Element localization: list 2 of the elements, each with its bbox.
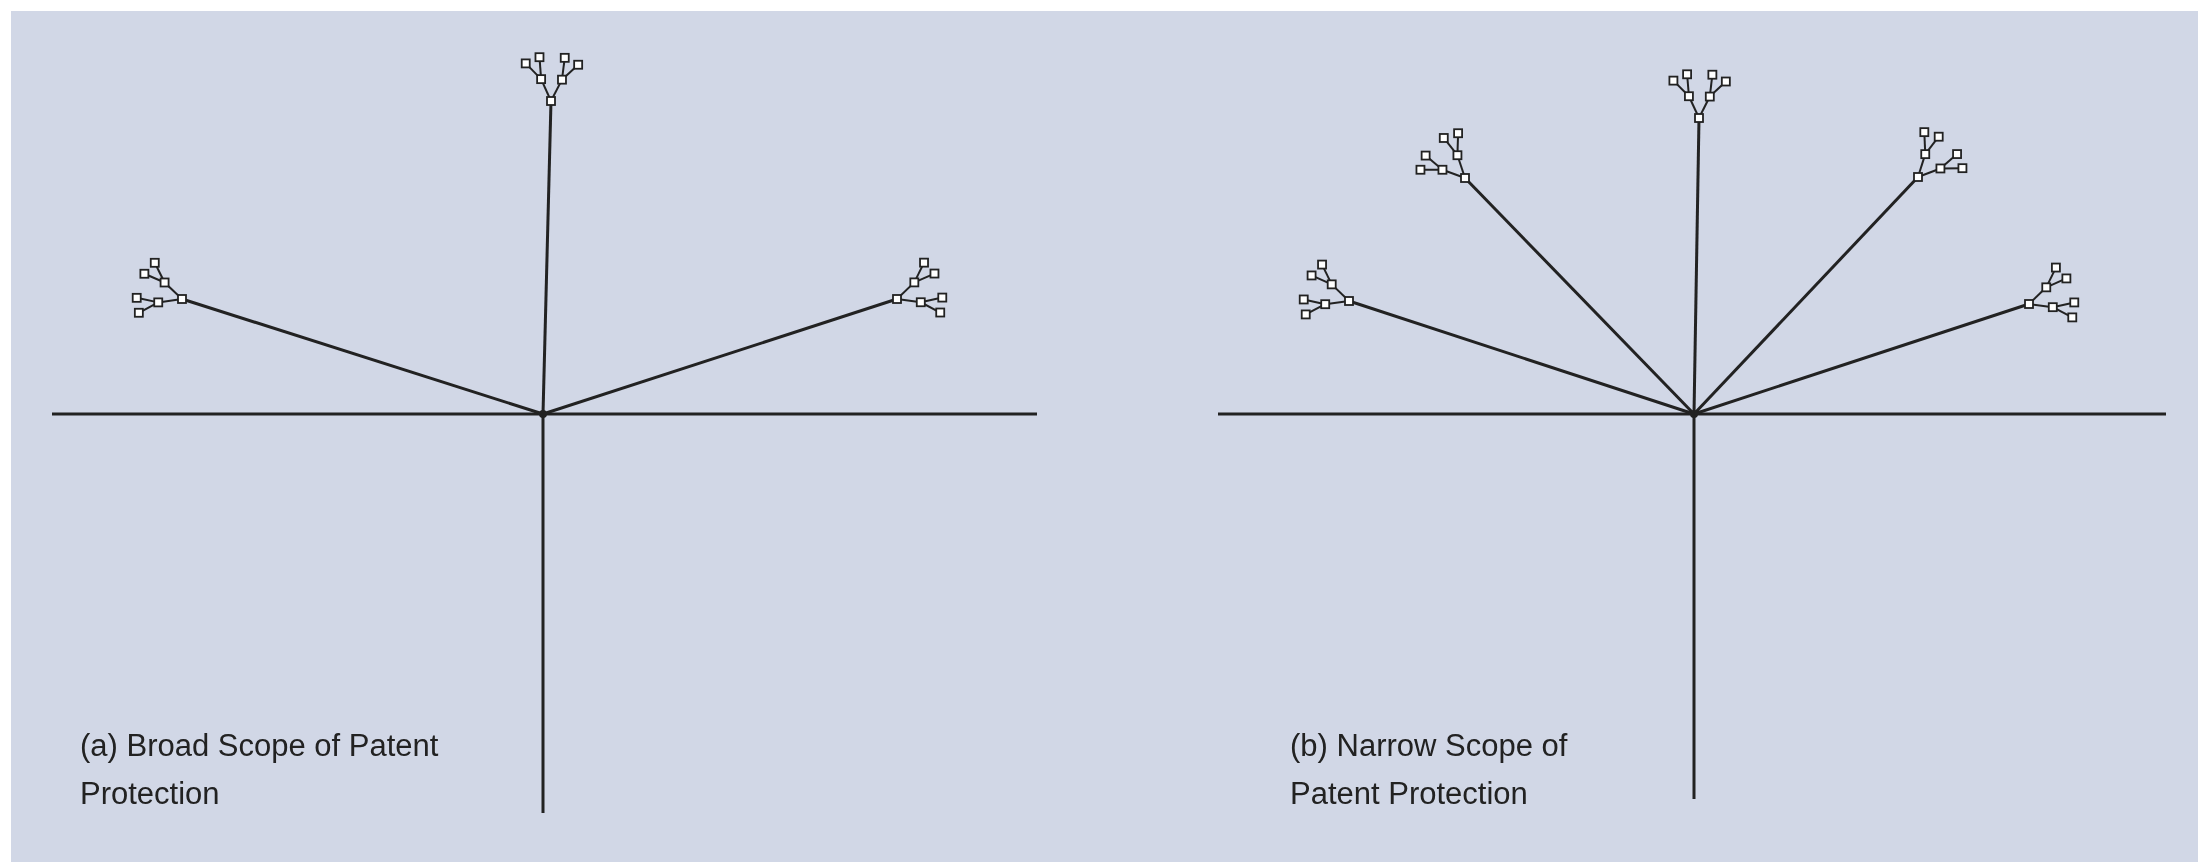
panel-caption: (a) Broad Scope of Patent Protection (80, 727, 440, 813)
panel-caption: (b) Narrow Scope of Patent Protection (1290, 727, 1569, 813)
